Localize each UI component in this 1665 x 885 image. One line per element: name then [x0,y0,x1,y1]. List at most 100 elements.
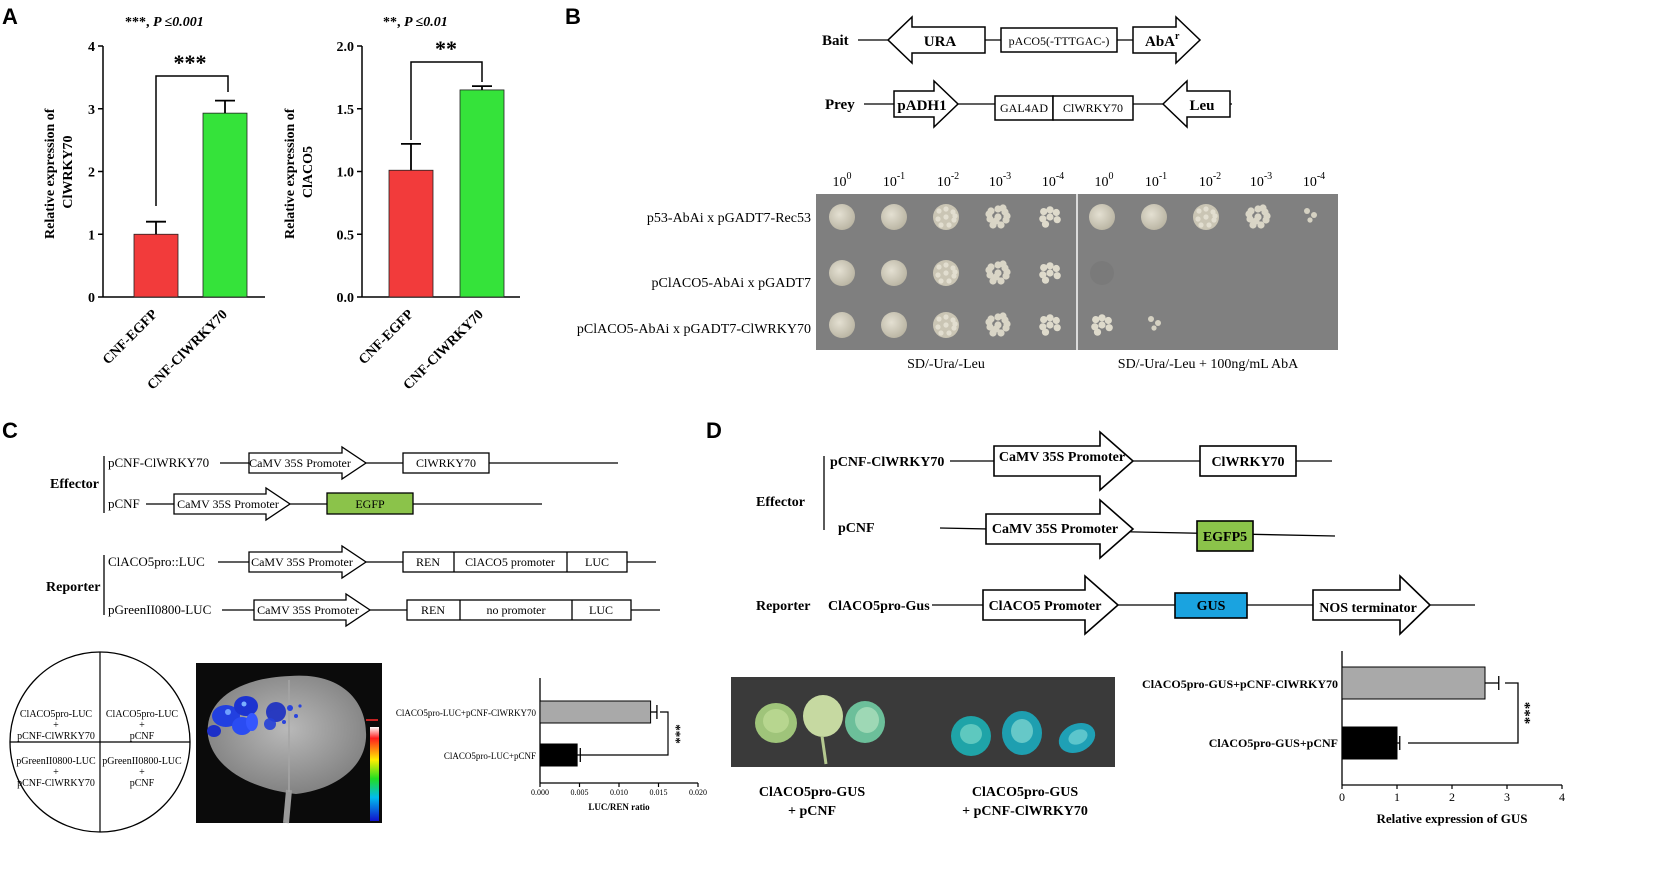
yeast-colony [935,272,941,278]
leaf-disc-highlight [1011,719,1033,743]
panel-a: ***, P ≤0.001 Relative expression of ClW… [43,15,520,393]
yeast-colony [1046,314,1054,322]
significance-stars: *** [672,724,687,744]
yeast-colony [1203,206,1209,212]
gus-staining-photo [731,677,1115,767]
quadrant-text: pGreenII0800-LUC [16,756,96,767]
category-label: ClACO5pro-GUS+pCNF-ClWRKY70 [1142,677,1338,691]
panel-letter-c: C [2,418,18,443]
x-tick-label: 1 [1394,790,1400,804]
yeast-colony [951,217,957,223]
significance-legend: **, P ≤0.01 [383,15,448,30]
yeast-colony [1257,221,1265,229]
yeast-colony [1259,204,1267,212]
quadrant-text: + [139,720,145,731]
quadrant-labels: ClACO5pro-LUC + pCNF-ClWRKY70 ClACO5pro-… [16,709,182,789]
dilution-label: 100 [833,171,852,190]
yeast-colony [881,260,907,286]
dilution-label: 10-1 [883,171,905,190]
yeast-colony [985,318,993,326]
yeast-colony [997,221,1005,229]
yeast-colony [946,330,952,336]
leaf-disc-highlight [763,709,789,733]
bar [539,743,578,767]
quadrant-text: + [53,767,59,778]
yeast-colony [1093,328,1102,336]
promoter-arrow [253,592,372,628]
gal4ad-label: GAL4AD [1000,101,1048,115]
yeast-colony [1203,214,1209,220]
yeast-colony [1003,320,1011,328]
promoter-arrow [982,574,1120,636]
leaf-disc [803,695,843,737]
promoter-box [1000,27,1118,53]
quadrant-text: ClACO5pro-LUC [106,709,179,720]
yeast-colony [938,222,944,228]
yeast-colony [1046,213,1054,221]
yeast-colony [1046,262,1054,270]
dilution-label: 10-1 [1145,171,1167,190]
luc-label: LUC [589,603,613,617]
yeast-colony [1052,264,1060,273]
dilution-label: 10-3 [989,171,1011,190]
yeast-colony [1040,316,1048,324]
yeast-colony [1311,212,1317,218]
yeast-colony [951,273,957,279]
y-axis-label: Relative expression of ClWRKY70 [43,105,76,239]
yeast-colony [950,265,956,271]
significance-bracket [155,75,229,206]
photo-label: ClACO5pro-GUS [759,785,866,800]
yeast-colony [992,273,1000,281]
category-label: ClACO5pro-LUC+pCNF-ClWRKY70 [396,708,537,718]
yeast-colony [829,260,855,286]
yeast-colony [1039,323,1047,331]
yeast-colony [938,278,944,284]
padh1-right-arrow [893,79,960,129]
effector-label: Effector [50,477,99,492]
gene-box [1199,445,1297,477]
bar [459,89,505,298]
yeast-colony [997,277,1005,285]
yeast-colony [1206,222,1212,228]
clwrky70-label: ClWRKY70 [1063,101,1123,115]
photo-label: + pCNF [788,804,836,819]
yeast-colony [829,312,855,338]
y-tick-label: 2 [88,166,95,181]
quadrant-text: + [139,767,145,778]
leaf-disc-highlight [855,707,879,733]
construct-name: pCNF-ClWRKY70 [830,455,944,470]
construct-name: pGreenII0800-LUC [108,602,211,617]
leu-left-arrow [1161,79,1231,129]
ren-label: REN [421,603,445,617]
yeast-colony [1104,316,1112,325]
yeast-colony [881,312,907,338]
yeast-colony [999,204,1007,212]
promoter-label: CaMV 35S Promoter [177,497,279,511]
panel-letter-a: A [2,4,18,29]
yeast-colony [1046,206,1054,214]
y-tick-label: 4 [88,40,95,55]
yeast-colony [1053,216,1061,224]
yeast-colony [1195,216,1201,222]
yeast-colony [999,312,1007,320]
quadrant-text: + [53,720,59,731]
yeast-colony [1245,210,1253,218]
yeast-colony [999,260,1007,268]
bar [539,700,652,724]
bar [1341,726,1398,760]
yeast-colony [1210,209,1216,215]
yeast-colony [950,317,956,323]
gene-label: ClWRKY70 [416,456,476,470]
bar [202,112,248,298]
medium-label: SD/-Ura/-Leu [907,357,985,372]
terminator-label: NOS terminator [1319,601,1417,616]
luminescence-leaf-image [196,663,382,824]
ren-label: REN [416,555,440,569]
panel-c: Effector pCNF-ClWRKY70 CaMV 35S Promoter… [9,445,707,833]
yeast-colony [1053,324,1061,332]
quadrant-text: pCNF [130,731,155,742]
yeast-colony [952,321,958,327]
